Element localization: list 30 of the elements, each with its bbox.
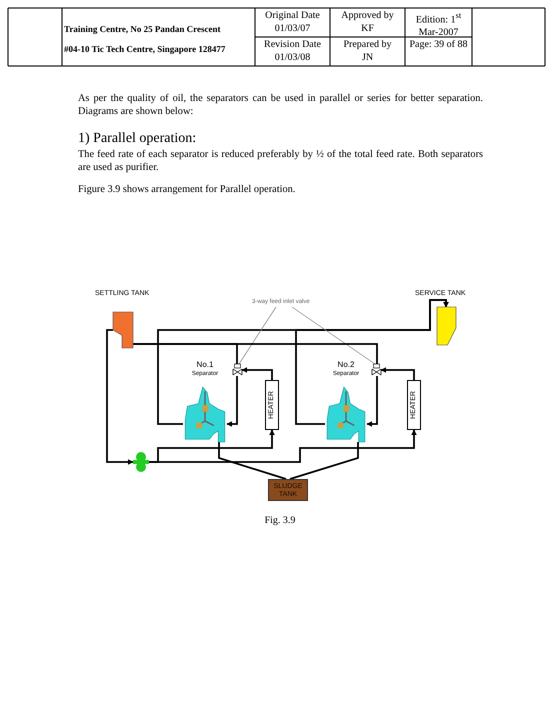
header-cell-text: Approved by KF	[340, 9, 395, 35]
pipe-line	[295, 299, 449, 425]
address-text: Training Centre, No 25 Pandan Crescent	[64, 24, 222, 34]
heater-box	[407, 380, 421, 430]
header-cell-text: Original Date 01/03/07	[264, 9, 321, 35]
pipe-line	[290, 442, 359, 480]
header-cell-text: Prepared by JN	[342, 38, 393, 64]
leader-line	[238, 306, 276, 364]
header-cell-text: Revision Date 01/03/08	[263, 38, 322, 64]
address-text: #04-10 Tic Tech Centre, Singapore 128477	[64, 44, 226, 54]
pipe-line	[241, 367, 273, 380]
leader-line	[292, 306, 376, 364]
separator-number: No.2	[336, 360, 356, 370]
header-cell-text: Edition: 1$^{st}$ Mar-2007	[414, 10, 462, 40]
pipe-line	[133, 343, 378, 364]
paragraph: The feed rate of each separator is reduced preferably by ½ of the total feed rate. Both separators are used as purifier.	[78, 148, 483, 174]
pipe-line	[218, 442, 286, 480]
figure-caption: Fig. 3.9	[264, 515, 296, 526]
paragraph: As per the quality of oil, the separators can be used in parallel or series for better separation. Diagrams are shown below:	[78, 92, 483, 118]
section-heading: 1) Parallel operation:	[78, 132, 198, 145]
separator-number: No.1	[196, 360, 214, 370]
tank-box	[268, 479, 308, 501]
pipe-line	[106, 329, 134, 465]
pipe-line	[226, 376, 238, 427]
heater-box	[265, 380, 279, 430]
header-cell-text: Page: 39 of 88	[408, 38, 469, 51]
pipe-line	[149, 429, 417, 463]
pipe-line	[380, 367, 415, 380]
paragraph: Figure 3.9 shows arrangement for Parallel operation.	[78, 183, 296, 196]
pipe-line	[366, 376, 378, 427]
